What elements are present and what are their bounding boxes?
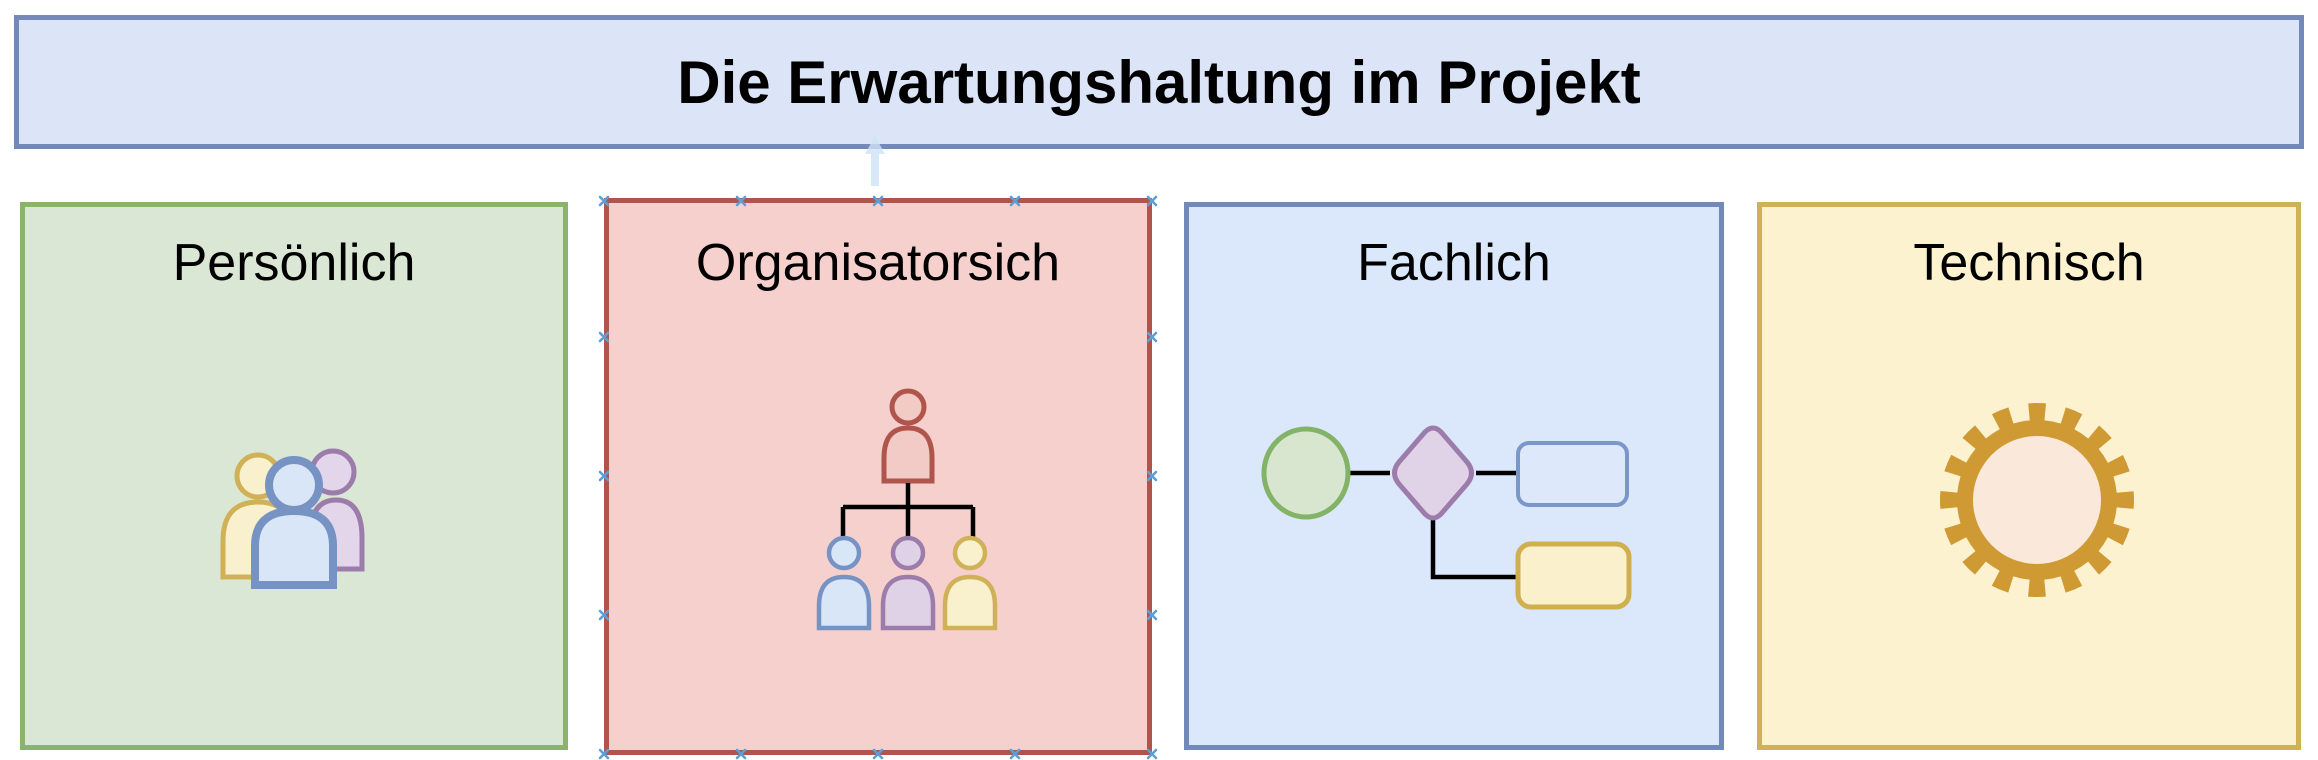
connection-point-icon[interactable] <box>1146 331 1158 343</box>
column-label: Technisch <box>1913 234 2145 292</box>
column-technisch[interactable]: Technisch <box>1757 202 2301 750</box>
connection-point-icon[interactable] <box>872 195 884 207</box>
column-label: Organisatorsich <box>695 234 1061 292</box>
column-label: Fachlich <box>1357 234 1551 292</box>
connection-point-icon[interactable] <box>1009 748 1021 760</box>
connection-point-icon[interactable] <box>735 748 747 760</box>
connection-point-icon[interactable] <box>598 195 610 207</box>
connection-point-icon[interactable] <box>1146 748 1158 760</box>
connection-point-icon[interactable] <box>1146 609 1158 621</box>
connection-point-icon[interactable] <box>598 331 610 343</box>
page-title: Die Erwartungshaltung im Projekt <box>677 48 1641 116</box>
connection-point-icon[interactable] <box>1146 195 1158 207</box>
connection-point-icon[interactable] <box>598 470 610 482</box>
connection-point-icon[interactable] <box>1146 470 1158 482</box>
column-label: Persönlich <box>172 234 416 292</box>
column-persoenlich[interactable]: Persönlich <box>20 202 568 750</box>
connection-point-icon[interactable] <box>735 195 747 207</box>
column-fachlich[interactable]: Fachlich <box>1184 202 1724 750</box>
connection-point-icon[interactable] <box>598 609 610 621</box>
title-shape[interactable]: Die Erwartungshaltung im Projekt <box>14 15 2304 149</box>
column-organisatorsich[interactable]: Organisatorsich <box>604 198 1152 755</box>
connection-point-icon[interactable] <box>872 748 884 760</box>
selection-connection-points[interactable] <box>598 195 1164 760</box>
connection-point-icon[interactable] <box>598 748 610 760</box>
connection-point-icon[interactable] <box>1009 195 1021 207</box>
